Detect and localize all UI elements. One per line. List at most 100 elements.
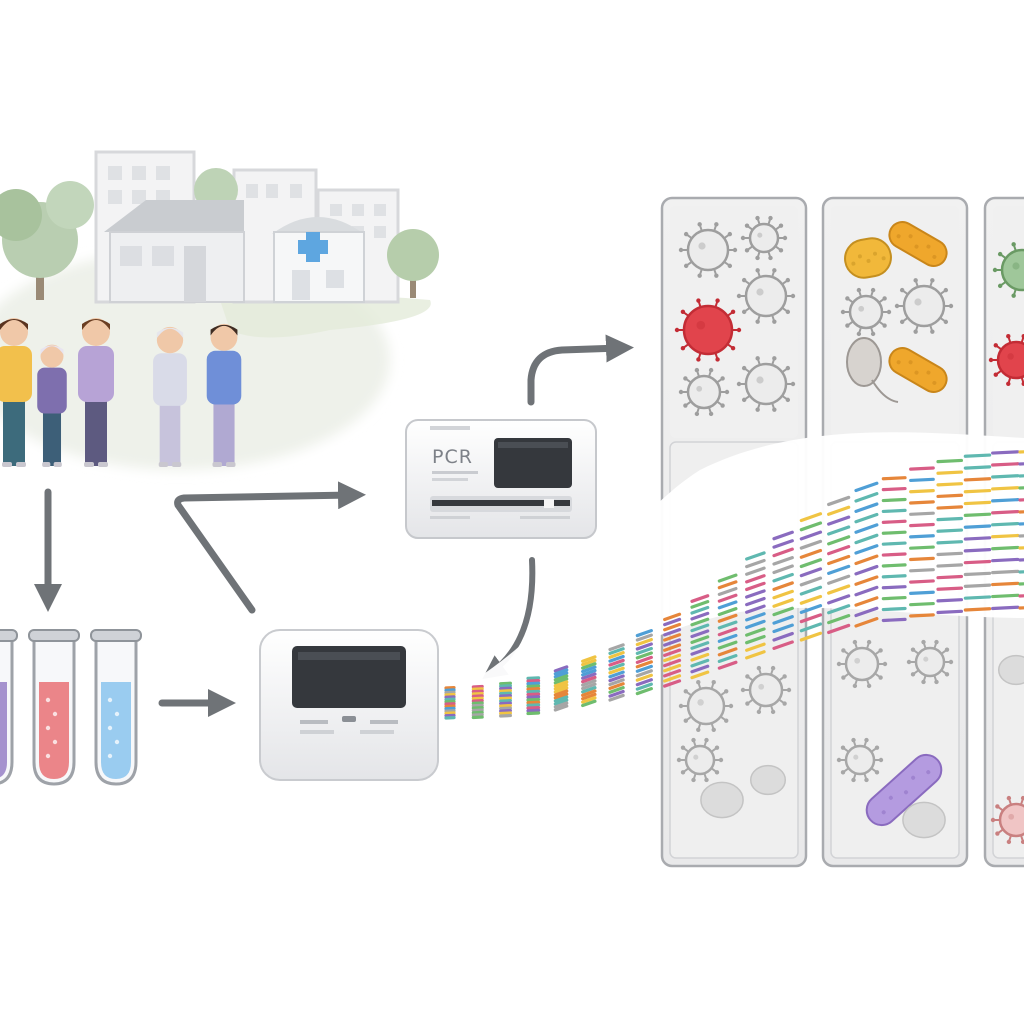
- sequence-read: [963, 559, 992, 565]
- sequence-read: [717, 627, 738, 637]
- sequence-read: [608, 647, 625, 655]
- sequence-read: [909, 534, 935, 539]
- sequence-read: [608, 643, 625, 652]
- sequence-read: [963, 607, 992, 612]
- sequence-read: [553, 674, 569, 682]
- sequence-read: [690, 641, 710, 650]
- community-people: [0, 318, 242, 467]
- sequence-read: [881, 563, 907, 568]
- sequence-read: [909, 466, 935, 471]
- sequence-read: [553, 695, 569, 703]
- sample-tube-icon: [90, 629, 142, 786]
- sequence-read: [881, 574, 907, 579]
- person-icon: [0, 318, 32, 467]
- sequence-read: [581, 675, 597, 684]
- virus-icon: [736, 356, 796, 412]
- sequence-read: [553, 704, 569, 712]
- sequence-read: [635, 673, 653, 682]
- cell-blob-icon: [902, 801, 946, 839]
- sequence-read: [608, 662, 625, 671]
- cell-blob-icon: [749, 764, 787, 796]
- sequence-read: [963, 548, 992, 553]
- sequence-read: [717, 654, 738, 664]
- sequence-read: [717, 573, 738, 583]
- sequence-read: [963, 583, 992, 588]
- sequence-read: [690, 635, 710, 644]
- virus-icon: [992, 242, 1024, 298]
- sequence-read: [909, 579, 935, 584]
- virus-icon: [678, 680, 734, 732]
- sequence-read: [745, 619, 766, 630]
- sequence-read: [854, 617, 879, 628]
- sequence-read: [827, 505, 851, 516]
- sequence-read: [745, 558, 766, 569]
- sequence-read: [991, 474, 1020, 479]
- sequence-read: [881, 617, 907, 623]
- sequence-read: [909, 511, 935, 516]
- sequence-read: [690, 617, 710, 627]
- sequence-read: [772, 539, 794, 549]
- sequence-read: [581, 692, 597, 701]
- sequence-read: [909, 477, 935, 483]
- sequence-read: [909, 568, 935, 573]
- sequence-read: [963, 571, 992, 577]
- sequence-read: [936, 458, 964, 464]
- sequence-read: [745, 551, 766, 561]
- virus-icon: [740, 665, 792, 715]
- sequence-read: [553, 677, 569, 685]
- sequence-read: [1018, 450, 1024, 454]
- pcr-machine: PCR: [405, 419, 597, 539]
- sequence-read: [581, 668, 597, 677]
- sequence-read: [827, 623, 851, 635]
- sequence-read: [717, 586, 738, 596]
- sample-tube-icon: [0, 629, 18, 785]
- sequence-read: [690, 600, 710, 609]
- sequence-read: [717, 660, 738, 670]
- virus-icon: [678, 367, 730, 417]
- sequence-read: [772, 615, 794, 625]
- sequence-read: [526, 705, 541, 710]
- virus-icon: [836, 639, 888, 689]
- sequence-read: [663, 653, 682, 663]
- sequence-read: [1018, 558, 1024, 562]
- sequence-read: [608, 654, 625, 663]
- sequence-read: [717, 607, 738, 617]
- sequence-read: [690, 594, 710, 603]
- sequence-read: [991, 605, 1020, 611]
- sequence-read: [991, 569, 1020, 575]
- sequence-read: [772, 598, 794, 608]
- sequence-read: [745, 566, 766, 576]
- sequence-read: [663, 658, 682, 668]
- sequence-read: [663, 622, 682, 632]
- sequence-read: [963, 536, 992, 541]
- sequence-read: [881, 530, 907, 535]
- virus-icon: [676, 737, 724, 783]
- sequence-read: [635, 669, 653, 678]
- sequence-read: [581, 655, 597, 663]
- virus-icon: [740, 215, 788, 261]
- sequence-read: [854, 606, 879, 618]
- sequence-read: [690, 652, 710, 662]
- sequence-read: [799, 512, 823, 523]
- sequence-read: [635, 629, 653, 638]
- sequence-read: [745, 596, 766, 607]
- community-scene: [0, 150, 439, 470]
- sequence-read: [581, 658, 597, 667]
- sequence-read: [963, 477, 992, 482]
- sequence-read: [799, 539, 823, 550]
- sequencer-machine: [259, 629, 439, 781]
- sequence-read: [1018, 498, 1024, 502]
- arrow-sequencer-to-pcr: [174, 481, 366, 614]
- sequence-read: [1018, 462, 1024, 466]
- sequence-read: [827, 604, 851, 615]
- sequence-read: [690, 658, 710, 668]
- sequence-read: [991, 545, 1020, 551]
- sequence-read: [909, 500, 935, 505]
- sequence-read: [1018, 546, 1024, 550]
- sequence-read: [745, 612, 766, 622]
- sequence-read: [745, 581, 766, 592]
- sequence-read: [745, 589, 766, 599]
- sequence-read: [963, 465, 992, 470]
- sequence-read: [745, 604, 766, 614]
- virus-icon: [990, 795, 1024, 845]
